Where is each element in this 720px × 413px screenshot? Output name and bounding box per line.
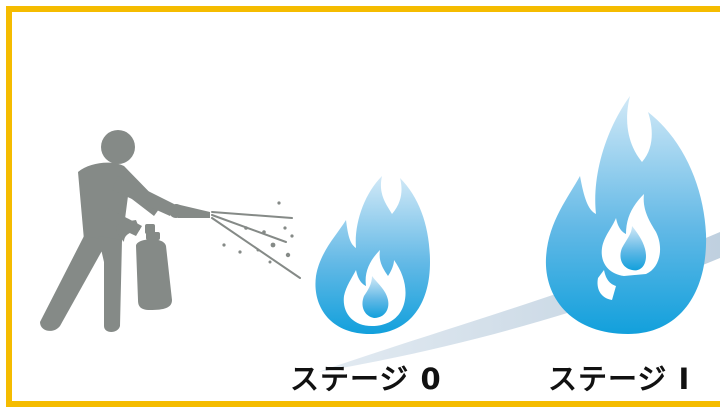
spray-lines: [211, 211, 301, 279]
yellow-border-frame: [6, 6, 720, 407]
fire-extinguisher-icon: [116, 220, 172, 310]
flame-stage-0-icon: [315, 176, 430, 334]
flame-stage-1-icon: [545, 96, 707, 334]
stage-0-label: ステージ 0: [290, 362, 442, 396]
firefighter-person-icon: [40, 130, 183, 332]
stage-1-label: ステージ I: [548, 362, 691, 396]
spray-nozzle-icon: [176, 204, 210, 218]
spray-particles: [222, 201, 294, 264]
